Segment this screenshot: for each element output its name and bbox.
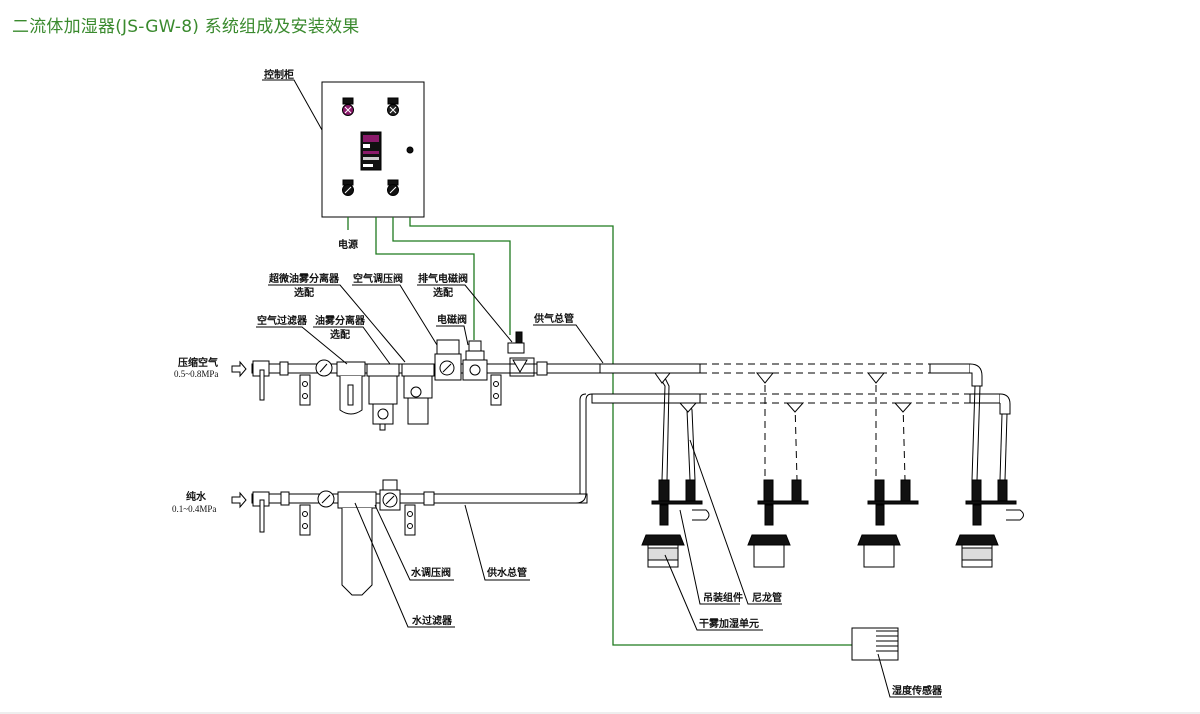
label-oil-mist-separator: 油雾分离器 <box>315 314 366 327</box>
controller-display-icon <box>360 131 382 171</box>
solenoid-valve <box>462 340 488 381</box>
indicator-lamp-icon <box>387 97 399 116</box>
humidifier-unit-2 <box>747 372 809 568</box>
label-pure-water: 纯水 <box>186 490 207 503</box>
oil-mist-separator <box>366 363 400 431</box>
pipe-bracket-icon <box>299 504 311 536</box>
label-air-filter: 空气过滤器 <box>257 314 308 327</box>
label-solenoid-valve: 电磁阀 <box>437 313 467 326</box>
inlet-arrow-icon <box>231 360 247 378</box>
control-wiring <box>375 217 852 646</box>
switch-knob-icon <box>406 146 414 154</box>
exhaust-solenoid-valve <box>507 331 535 377</box>
label-air-pressure-regulator: 空气调压阀 <box>353 272 403 285</box>
label-water-filter: 水过滤器 <box>411 614 453 627</box>
label-hanging-assembly: 吊装组件 <box>703 591 743 604</box>
humidifier-unit-4 <box>955 385 1024 568</box>
selector-switch-icon <box>342 179 354 196</box>
inlet-arrow-icon <box>231 491 247 509</box>
label-power: 电源 <box>338 238 358 251</box>
pipe-bracket-icon <box>404 504 416 536</box>
label-nylon-tube: 尼龙管 <box>752 591 782 604</box>
label-exhaust-solenoid-valve: 排气电磁阀 <box>418 272 468 285</box>
humidifier-unit-1 <box>641 372 710 568</box>
label-pure-water-pressure: 0.1~0.4MPa <box>172 504 216 514</box>
water-pressure-regulator <box>379 479 401 511</box>
label-exhaust-optional: 选配 <box>433 286 453 299</box>
air-pressure-regulator <box>434 339 462 381</box>
label-water-pressure-regulator: 水调压阀 <box>410 566 451 579</box>
indicator-lamp-icon <box>342 97 354 116</box>
water-filter <box>337 491 377 596</box>
label-water-supply-main: 供水总管 <box>486 566 527 579</box>
selector-switch-icon <box>387 179 399 196</box>
air-supply-line: 压缩空气 0.5~0.8MPa <box>174 272 983 431</box>
pipe-bracket-icon <box>490 374 502 406</box>
page-title: 二流体加湿器(JS-GW-8) 系统组成及安装效果 <box>12 17 360 37</box>
air-filter <box>336 361 366 415</box>
label-ultra-oil-mist-separator: 超微油雾分离器 <box>268 272 340 285</box>
humidifier-unit-3 <box>857 372 919 568</box>
label-dry-fog-unit: 干雾加湿单元 <box>699 617 759 630</box>
elbow-fitting-icon <box>999 393 1011 415</box>
label-oil-mist-optional: 选配 <box>330 328 350 341</box>
ultra-oil-mist-separator <box>401 363 435 425</box>
label-air-supply-main: 供气总管 <box>533 312 574 325</box>
elbow-fitting-icon <box>969 363 983 387</box>
pipe-bracket-icon <box>299 374 311 406</box>
control-cabinet: 控制柜 电源 <box>262 68 425 251</box>
label-humidity-sensor: 湿度传感器 <box>892 684 943 697</box>
label-compressed-air: 压缩空气 <box>178 356 218 369</box>
label-compressed-air-pressure: 0.5~0.8MPa <box>174 369 218 379</box>
label-control-cabinet: 控制柜 <box>264 68 294 81</box>
water-supply-line: 纯水 0.1~0.4MPa 水调压阀 <box>172 393 1011 628</box>
label-ultra-oil-mist-optional: 选配 <box>294 286 314 299</box>
humidity-sensor: 湿度传感器 <box>851 627 943 698</box>
